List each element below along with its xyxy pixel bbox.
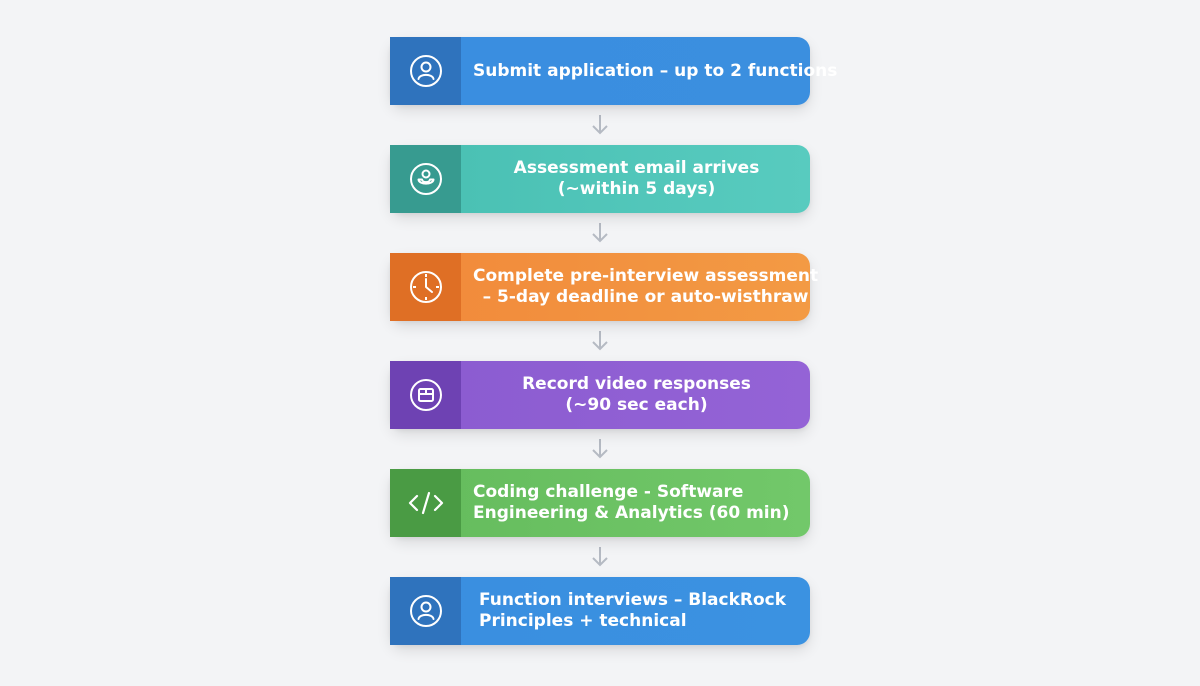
flow-arrow bbox=[390, 213, 810, 253]
step-pre-interview-assessment: Complete pre-interview assessment – 5-da… bbox=[390, 253, 818, 321]
step-text: Function interviews – BlackRock Principl… bbox=[461, 577, 810, 645]
step-label-line: (~90 sec each) bbox=[565, 395, 708, 415]
step-record-video: Record video responses (~90 sec each) bbox=[390, 361, 810, 429]
step-label-line: Submit application – up to 2 functions bbox=[473, 60, 838, 81]
flow-arrow bbox=[390, 537, 810, 577]
step-label-line: – 5-day deadline or auto-wisthraw bbox=[482, 287, 809, 307]
step-text: Coding challenge - Software Engineering … bbox=[461, 469, 810, 537]
step-label-line: (~within 5 days) bbox=[557, 179, 716, 199]
user-icon bbox=[390, 577, 461, 645]
step-assessment-email: Assessment email arrives (~within 5 days… bbox=[390, 145, 810, 213]
step-label-line: Record video responses bbox=[522, 374, 751, 394]
user-icon bbox=[390, 37, 461, 105]
step-label-line: Function interviews – BlackRock bbox=[479, 590, 787, 610]
step-submit-application: Submit application – up to 2 functions bbox=[390, 37, 837, 105]
step-function-interviews: Function interviews – BlackRock Principl… bbox=[390, 577, 810, 645]
step-label-line: Principles + technical bbox=[479, 611, 687, 631]
video-icon bbox=[390, 361, 461, 429]
flow-arrow bbox=[390, 429, 810, 469]
step-label-line: Engineering & Analytics (60 min) bbox=[473, 503, 790, 523]
code-icon bbox=[390, 469, 461, 537]
process-flow: Submit application – up to 2 functions A… bbox=[390, 37, 837, 645]
step-label-line: Assessment email arrives bbox=[513, 158, 760, 178]
flow-arrow bbox=[390, 105, 810, 145]
step-label-line: Coding challenge - Software bbox=[473, 482, 744, 502]
step-text: Submit application – up to 2 functions bbox=[461, 37, 847, 105]
step-text: Record video responses (~90 sec each) bbox=[461, 361, 810, 429]
step-text: Assessment email arrives (~within 5 days… bbox=[461, 145, 810, 213]
inbox-icon bbox=[390, 145, 461, 213]
step-label-line: Complete pre-interview assessment bbox=[473, 266, 819, 286]
flow-arrow bbox=[390, 321, 810, 361]
step-text: Complete pre-interview assessment – 5-da… bbox=[461, 253, 828, 321]
clock-icon bbox=[390, 253, 461, 321]
step-coding-challenge: Coding challenge - Software Engineering … bbox=[390, 469, 810, 537]
